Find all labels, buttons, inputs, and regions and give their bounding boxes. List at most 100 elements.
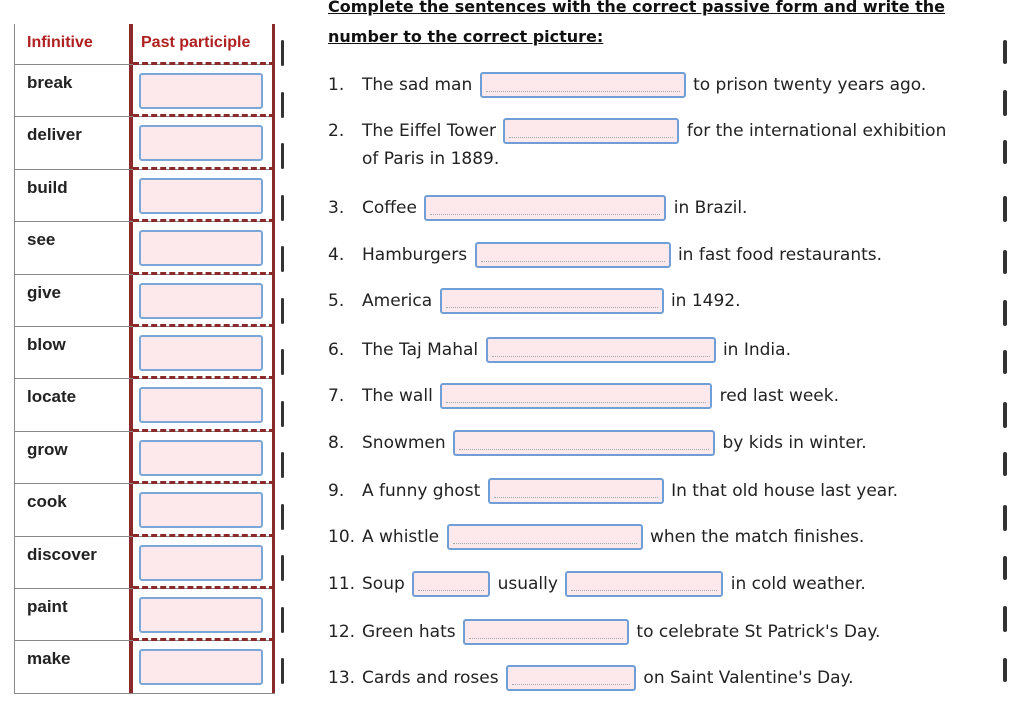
past-participle-input[interactable]: [139, 177, 263, 214]
column-divider: [129, 24, 133, 64]
column-divider: [129, 588, 133, 641]
sentence-9: 9.A funny ghost In that old house last y…: [328, 478, 898, 504]
answer-input[interactable]: [453, 430, 716, 456]
dashed-rule: [133, 271, 275, 275]
panel-border-mark: [281, 40, 284, 66]
column-right-border: [272, 65, 275, 117]
past-participle-input[interactable]: [139, 230, 263, 267]
sentence-start: Green hats: [362, 622, 456, 642]
column-right-border: [272, 588, 275, 641]
panel-border-mark: [281, 143, 284, 169]
column-right-border: [272, 117, 275, 169]
column-right-border: [272, 326, 275, 379]
verb-label: deliver: [27, 125, 82, 145]
answer-input[interactable]: [474, 242, 671, 268]
answer-input[interactable]: [487, 478, 664, 504]
instructions: Complete the sentences with the correct …: [328, 0, 945, 52]
column-divider: [129, 169, 133, 222]
column-divider: [129, 641, 133, 693]
answer-input[interactable]: [424, 195, 667, 221]
sentence-1: 1.The sad man to prison twenty years ago…: [328, 72, 926, 98]
answer-input[interactable]: [479, 72, 686, 98]
sentence-end: In that old house last year.: [671, 481, 899, 501]
column-divider: [129, 431, 133, 484]
header-infinitive: Infinitive: [27, 34, 93, 51]
answer-input-2[interactable]: [565, 571, 724, 597]
sentence-3: 3.Coffee in Brazil.: [328, 195, 747, 221]
sentence-2: 2.The Eiffel Tower for the international…: [328, 118, 946, 144]
sentence-number: 2.: [328, 121, 345, 141]
answer-input[interactable]: [439, 288, 664, 314]
right-border-mark: [1003, 452, 1007, 476]
sentence-start: The wall: [362, 386, 433, 406]
past-participle-input[interactable]: [139, 439, 263, 476]
past-participle-input[interactable]: [139, 492, 263, 529]
header-past-participle: Past participle: [141, 34, 251, 51]
column-right-border: [272, 24, 275, 64]
past-participle-input[interactable]: [139, 544, 263, 581]
table-row: discover: [15, 533, 275, 589]
table-row: build: [15, 166, 275, 223]
panel-border-mark: [281, 658, 284, 684]
column-right-border: [272, 379, 275, 431]
sentence-5: 5.America in 1492.: [328, 288, 741, 314]
column-right-border: [272, 484, 275, 536]
verb-label: discover: [27, 544, 97, 564]
table-header-row: Infinitive Past participle: [15, 24, 275, 65]
past-participle-input[interactable]: [139, 282, 263, 319]
verb-label: give: [27, 282, 62, 302]
column-divider: [129, 536, 133, 588]
sentence-number: 6.: [328, 340, 345, 360]
panel-border-mark: [281, 349, 284, 375]
sentence-start: Coffee: [362, 198, 417, 218]
past-participle-input[interactable]: [139, 387, 263, 424]
answer-input[interactable]: [506, 665, 637, 691]
sentence-7: 7.The wall red last week.: [328, 383, 839, 409]
table-row: break: [15, 62, 275, 118]
table-row: see: [15, 219, 275, 275]
dashed-rule: [133, 323, 275, 327]
verb-label: blow: [27, 334, 66, 354]
sentence-number: 12.: [328, 622, 356, 642]
dashed-rule: [133, 114, 275, 118]
column-divider: [129, 65, 133, 117]
answer-input[interactable]: [463, 619, 630, 645]
sentence-end: on Saint Valentine's Day.: [643, 668, 854, 688]
column-divider: [129, 379, 133, 431]
answer-input[interactable]: [440, 383, 713, 409]
sentence-start: Soup: [362, 574, 405, 594]
answer-input[interactable]: [446, 524, 643, 550]
answer-input[interactable]: [503, 118, 680, 144]
verb-label: build: [27, 177, 68, 197]
column-right-border: [272, 641, 275, 693]
dashed-rule: [133, 533, 275, 537]
sentence-middle: usually: [497, 574, 558, 594]
past-participle-input[interactable]: [139, 73, 263, 109]
column-divider: [129, 484, 133, 536]
answer-input-1[interactable]: [412, 571, 491, 597]
panel-border-mark: [281, 607, 284, 633]
past-participle-input[interactable]: [139, 596, 263, 633]
past-participle-input[interactable]: [139, 125, 263, 162]
sentence-end: to prison twenty years ago.: [693, 75, 927, 95]
column-right-border: [272, 222, 275, 274]
instructions-line-2: number to the correct picture:: [328, 27, 604, 46]
right-border-mark: [1003, 658, 1007, 682]
column-divider: [129, 326, 133, 379]
sentence-number: 9.: [328, 481, 345, 501]
sentence-4: 4.Hamburgers in fast food restaurants.: [328, 242, 882, 268]
panel-border-mark: [281, 452, 284, 478]
panel-border-mark: [281, 92, 284, 118]
past-participle-input[interactable]: [139, 649, 263, 686]
sentence-13: 13.Cards and roses on Saint Valentine's …: [328, 665, 854, 691]
answer-input[interactable]: [485, 337, 716, 363]
past-participle-input[interactable]: [139, 334, 263, 371]
sentence-number: 10.: [328, 527, 356, 547]
panel-border-mark: [281, 504, 284, 530]
column-right-border: [272, 536, 275, 588]
sentence-number: 1.: [328, 75, 345, 95]
table-row: grow: [15, 428, 275, 485]
sentence-number: 5.: [328, 291, 345, 311]
dashed-rule: [133, 219, 275, 223]
right-border-mark: [1003, 40, 1007, 64]
